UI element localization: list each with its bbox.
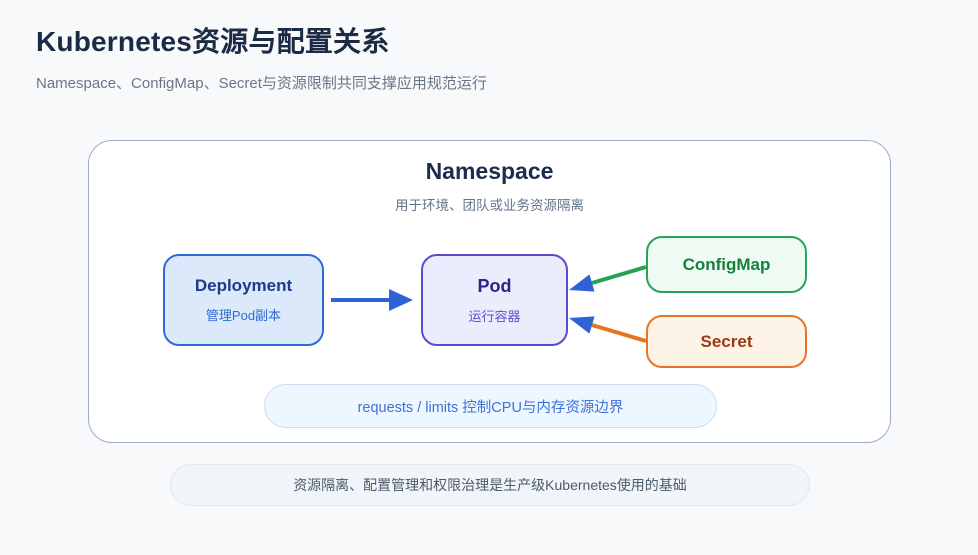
page-subtitle: Namespace、ConfigMap、Secret与资源限制共同支撑应用规范运… [36,75,487,92]
page-title: Kubernetes资源与配置关系 [36,26,390,57]
node-deployment: Deployment 管理Pod副本 [163,254,324,346]
arrow-line [591,265,647,285]
footer-note: 资源隔离、配置管理和权限治理是生产级Kubernetes使用的基础 [293,477,687,493]
limits-note: requests / limits 控制CPU与内存资源边界 [357,399,624,416]
secret-to-pod-arrow [569,316,647,343]
arrow-line [591,323,647,343]
arrow-head [569,316,595,334]
node-pod: Pod 运行容器 [421,254,568,346]
node-pod-subtitle: 运行容器 [468,308,521,324]
limits-pill: requests / limits 控制CPU与内存资源边界 [264,384,717,428]
namespace-title: Namespace [425,158,554,184]
configmap-to-pod-arrow [569,265,647,292]
footer-pill: 资源隔离、配置管理和权限治理是生产级Kubernetes使用的基础 [170,464,810,506]
node-configmap-title: ConfigMap [682,254,771,274]
node-configmap: ConfigMap [646,236,807,293]
page-header: Kubernetes资源与配置关系 Namespace、ConfigMap、Se… [36,20,487,93]
node-deployment-subtitle: 管理Pod副本 [205,308,282,323]
node-pod-title: Pod [477,275,512,296]
deployment-to-pod-arrow [331,289,413,311]
arrow-head [389,289,413,311]
namespace-subtitle: 用于环境、团队或业务资源隔离 [395,198,584,213]
node-secret-title: Secret [700,331,753,351]
arrow-head [569,274,595,292]
node-secret: Secret [646,315,807,368]
node-deployment-title: Deployment [194,276,293,295]
namespace-container: Namespace 用于环境、团队或业务资源隔离 Deployment 管理Po… [88,140,891,443]
